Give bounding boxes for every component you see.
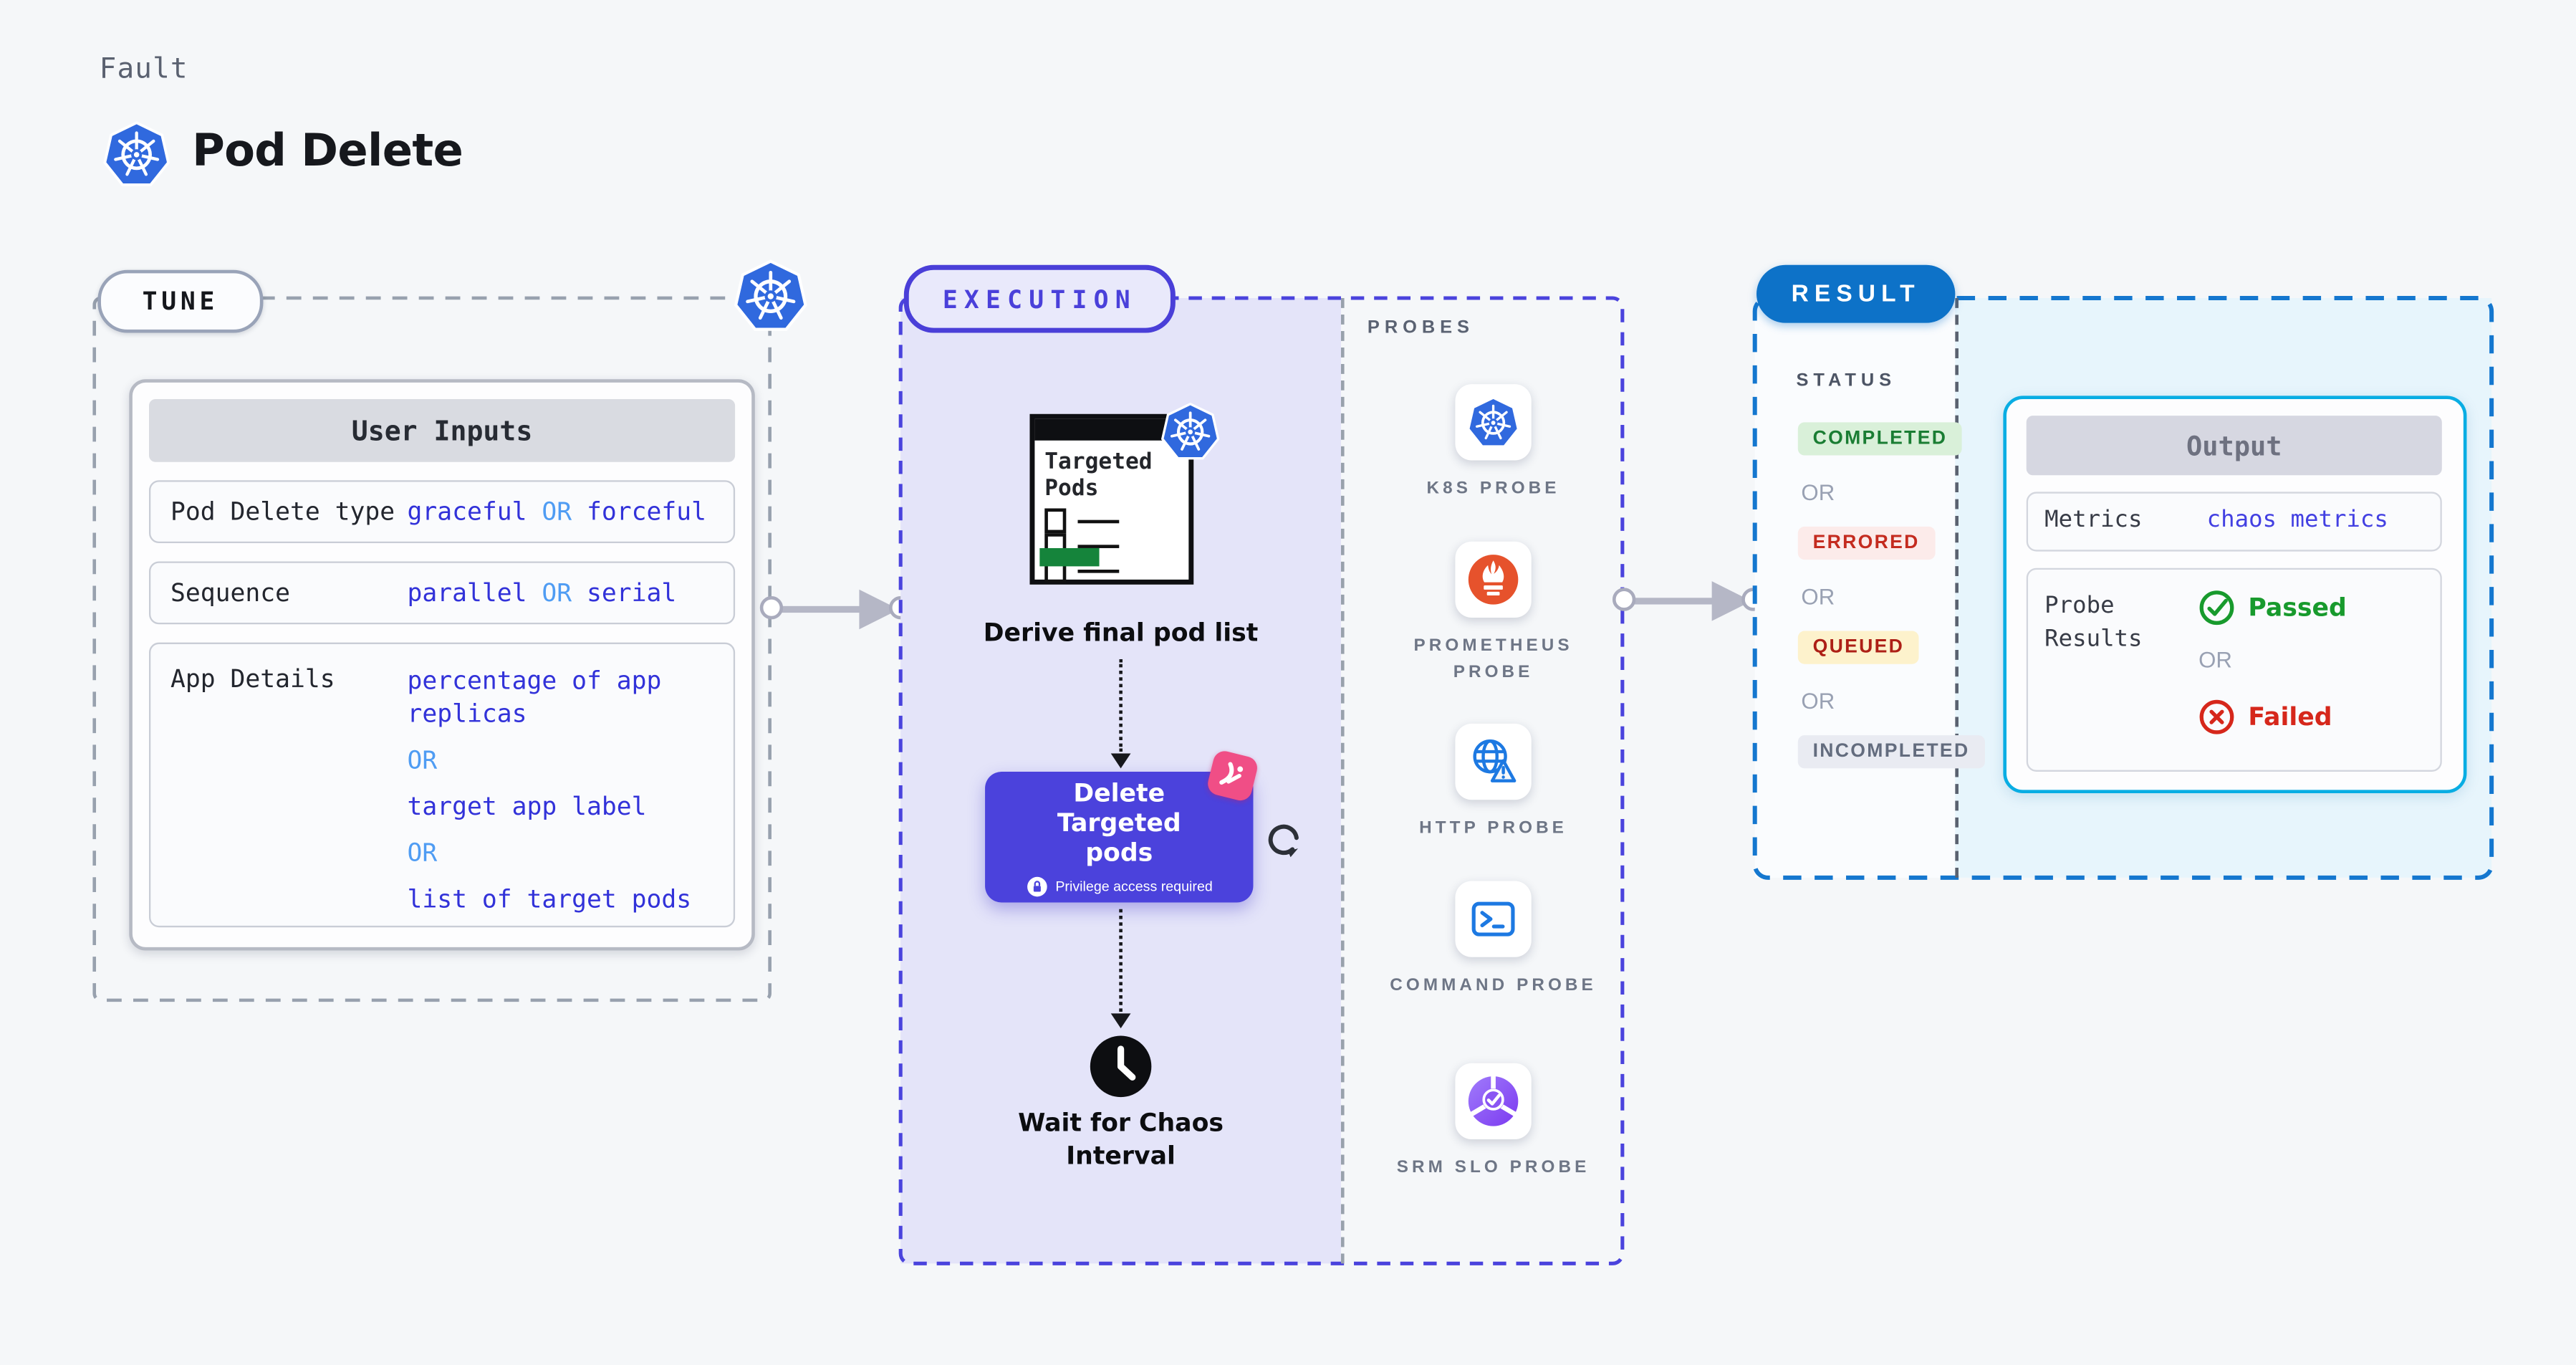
table-row: Sequence parallel OR serial <box>148 561 736 625</box>
delete-button-label: Delete Targeted pods <box>1057 777 1181 867</box>
kubernetes-icon <box>1467 396 1520 449</box>
metrics-row: Metrics chaos metrics <box>2026 492 2442 552</box>
tune-tag: TUNE <box>97 269 264 333</box>
execution-tag: EXECUTION <box>903 264 1176 333</box>
value-option: graceful <box>407 497 527 527</box>
probe-results-row: Probe Results Passed OR Failed <box>2026 567 2442 772</box>
row-value: graceful OR forceful <box>408 497 706 527</box>
fault-kicker: Fault <box>99 52 188 87</box>
table-row: App Details percentage of app replicas O… <box>148 642 736 929</box>
connector-line <box>1119 909 1123 1012</box>
value-option: serial <box>586 578 677 608</box>
row-label: Sequence <box>170 578 291 608</box>
probe-label: SRM SLO PROBE <box>1396 1157 1590 1178</box>
connector-line <box>1119 658 1123 752</box>
user-inputs-header: User Inputs <box>148 398 736 462</box>
row-label: App Details <box>170 664 335 694</box>
progress-bar <box>1039 547 1100 567</box>
terminal-icon <box>1467 893 1520 946</box>
or-separator: OR <box>1801 584 1835 610</box>
or-separator: OR <box>1801 689 1835 714</box>
output-card: Output Metrics chaos metrics Probe Resul… <box>2003 396 2467 793</box>
failed-result: Failed <box>2198 699 2332 735</box>
clock-icon <box>1090 1035 1152 1098</box>
arrow-down-icon <box>1110 753 1131 769</box>
kubernetes-icon <box>1160 401 1220 462</box>
or-separator: OR <box>1801 480 1835 505</box>
page-title: Pod Delete <box>192 125 463 178</box>
probe-card-http <box>1455 723 1532 800</box>
table-row: Pod Delete type graceful OR forceful <box>148 480 736 544</box>
metrics-value: chaos metrics <box>2206 507 2388 534</box>
prometheus-icon <box>1467 553 1520 606</box>
output-header: Output <box>2026 416 2442 476</box>
value-option: list of target pods <box>407 884 692 914</box>
privilege-note: Privilege access required <box>1026 875 1213 896</box>
row-label: Pod Delete type <box>170 497 395 527</box>
passed-label: Passed <box>2248 593 2347 623</box>
value-option: forceful <box>586 497 706 527</box>
row-value: percentage of app replicas OR target app… <box>408 664 722 929</box>
probe-card-command <box>1455 881 1532 957</box>
value-option: parallel <box>407 578 527 608</box>
probe-label: K8S PROBE <box>1426 478 1560 499</box>
status-heading: STATUS <box>1796 370 1897 391</box>
x-circle-icon <box>2199 699 2234 734</box>
or-separator: OR <box>407 838 438 868</box>
flow-arrow <box>759 576 915 634</box>
or-separator: OR <box>407 744 438 775</box>
privilege-note-text: Privilege access required <box>1055 877 1213 894</box>
status-badge-completed: COMPLETED <box>1797 422 1963 456</box>
loop-refresh-icon <box>1268 824 1299 858</box>
chaos-badge-icon <box>1205 748 1260 803</box>
derive-step-label: Derive final pod list <box>983 618 1259 648</box>
status-badge-incompleted: INCOMPLETED <box>1797 735 1985 769</box>
check-circle-icon <box>2199 590 2234 626</box>
lock-icon <box>1026 876 1047 896</box>
probe-label: HTTP PROBE <box>1419 818 1567 838</box>
wait-step-label: Wait for Chaos Interval <box>1018 1108 1224 1171</box>
slo-pie-icon <box>1467 1075 1520 1128</box>
arrow-down-icon <box>1110 1013 1131 1029</box>
kubernetes-icon <box>734 257 808 335</box>
probe-card-k8s <box>1455 384 1532 461</box>
probes-divider <box>1340 297 1345 1264</box>
or-separator: OR <box>542 578 572 608</box>
probe-label: COMMAND PROBE <box>1390 975 1597 995</box>
failed-label: Failed <box>2248 701 2332 732</box>
kubernetes-icon <box>102 119 170 188</box>
checklist-item <box>1044 508 1120 534</box>
flow-arrow <box>1612 568 1769 626</box>
probe-label: PROMETHEUS PROBE <box>1413 636 1573 683</box>
probe-results-label: Probe Results <box>2044 593 2143 653</box>
passed-result: Passed <box>2198 590 2347 626</box>
metrics-label: Metrics <box>2044 507 2143 534</box>
status-badge-errored: ERRORED <box>1797 526 1935 560</box>
probe-card-srm-slo <box>1455 1063 1532 1140</box>
probes-heading: PROBES <box>1367 317 1474 338</box>
probe-card-prometheus <box>1455 541 1532 618</box>
targeted-pods-title: Targeted Pods <box>1044 449 1153 502</box>
or-separator: OR <box>542 497 572 527</box>
result-tag: RESULT <box>1756 264 1956 323</box>
or-separator: OR <box>2198 647 2232 673</box>
checkbox-icon <box>1044 508 1067 534</box>
http-globe-icon <box>1467 735 1520 788</box>
delete-targeted-pods-button[interactable]: Delete Targeted pods Privilege access re… <box>985 771 1254 903</box>
value-option: target app label <box>407 791 647 822</box>
status-badge-queued: QUEUED <box>1797 631 1919 664</box>
row-value: parallel OR serial <box>408 578 677 608</box>
user-inputs-card: User Inputs Pod Delete type graceful OR … <box>129 379 755 951</box>
value-option: percentage of app replicas <box>407 666 662 729</box>
status-output-divider <box>1955 297 1959 878</box>
